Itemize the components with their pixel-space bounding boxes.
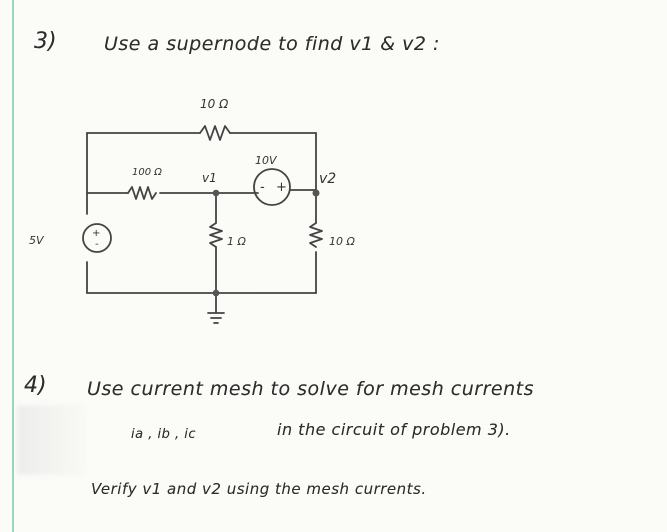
left-series-resistor-symbol [127,186,157,200]
left-voltage-source [82,223,112,253]
middle-resistor-symbol [209,222,223,248]
node-1-label: v1 [202,171,217,185]
problem-3-prompt: Use a supernode to find v1 & v2 : [104,33,440,55]
problem-4-prompt-line-2: in the circuit of problem 3). [277,420,511,439]
top-resistor-symbol [199,125,231,141]
right-resistor-symbol [309,222,323,248]
problem-4-number: 4) [24,373,47,398]
node-2-dot [312,189,320,197]
left-source-minus: - [95,239,99,250]
dependent-source-plus: + [276,180,287,195]
left-source-label: 5V [29,234,45,247]
problem-3-number: 3) [34,29,57,54]
node-2-label: v2 [319,171,336,187]
right-resistor-label: 10 Ω [329,235,355,248]
problem-4-prompt-line-3: Verify v1 and v2 using the mesh currents… [91,480,427,498]
top-resistor-label: 10 Ω [200,97,229,111]
bottom-node-dot [212,289,220,297]
left-series-resistor-label: 100 Ω [132,167,162,178]
middle-resistor-label: 1 Ω [227,235,246,248]
ground-symbol [207,312,225,324]
dependent-source-circle [253,168,291,206]
dependent-source-minus: - [260,180,265,195]
problem-4-prompt-line-1: Use current mesh to solve for mesh curre… [87,378,534,400]
node-1-dot [212,189,220,197]
dependent-source-label: 10V [255,154,278,167]
mesh-current-variables: ia , ib , ic [131,427,196,442]
left-source-plus: + [92,228,100,239]
paper-shadow [17,405,87,475]
